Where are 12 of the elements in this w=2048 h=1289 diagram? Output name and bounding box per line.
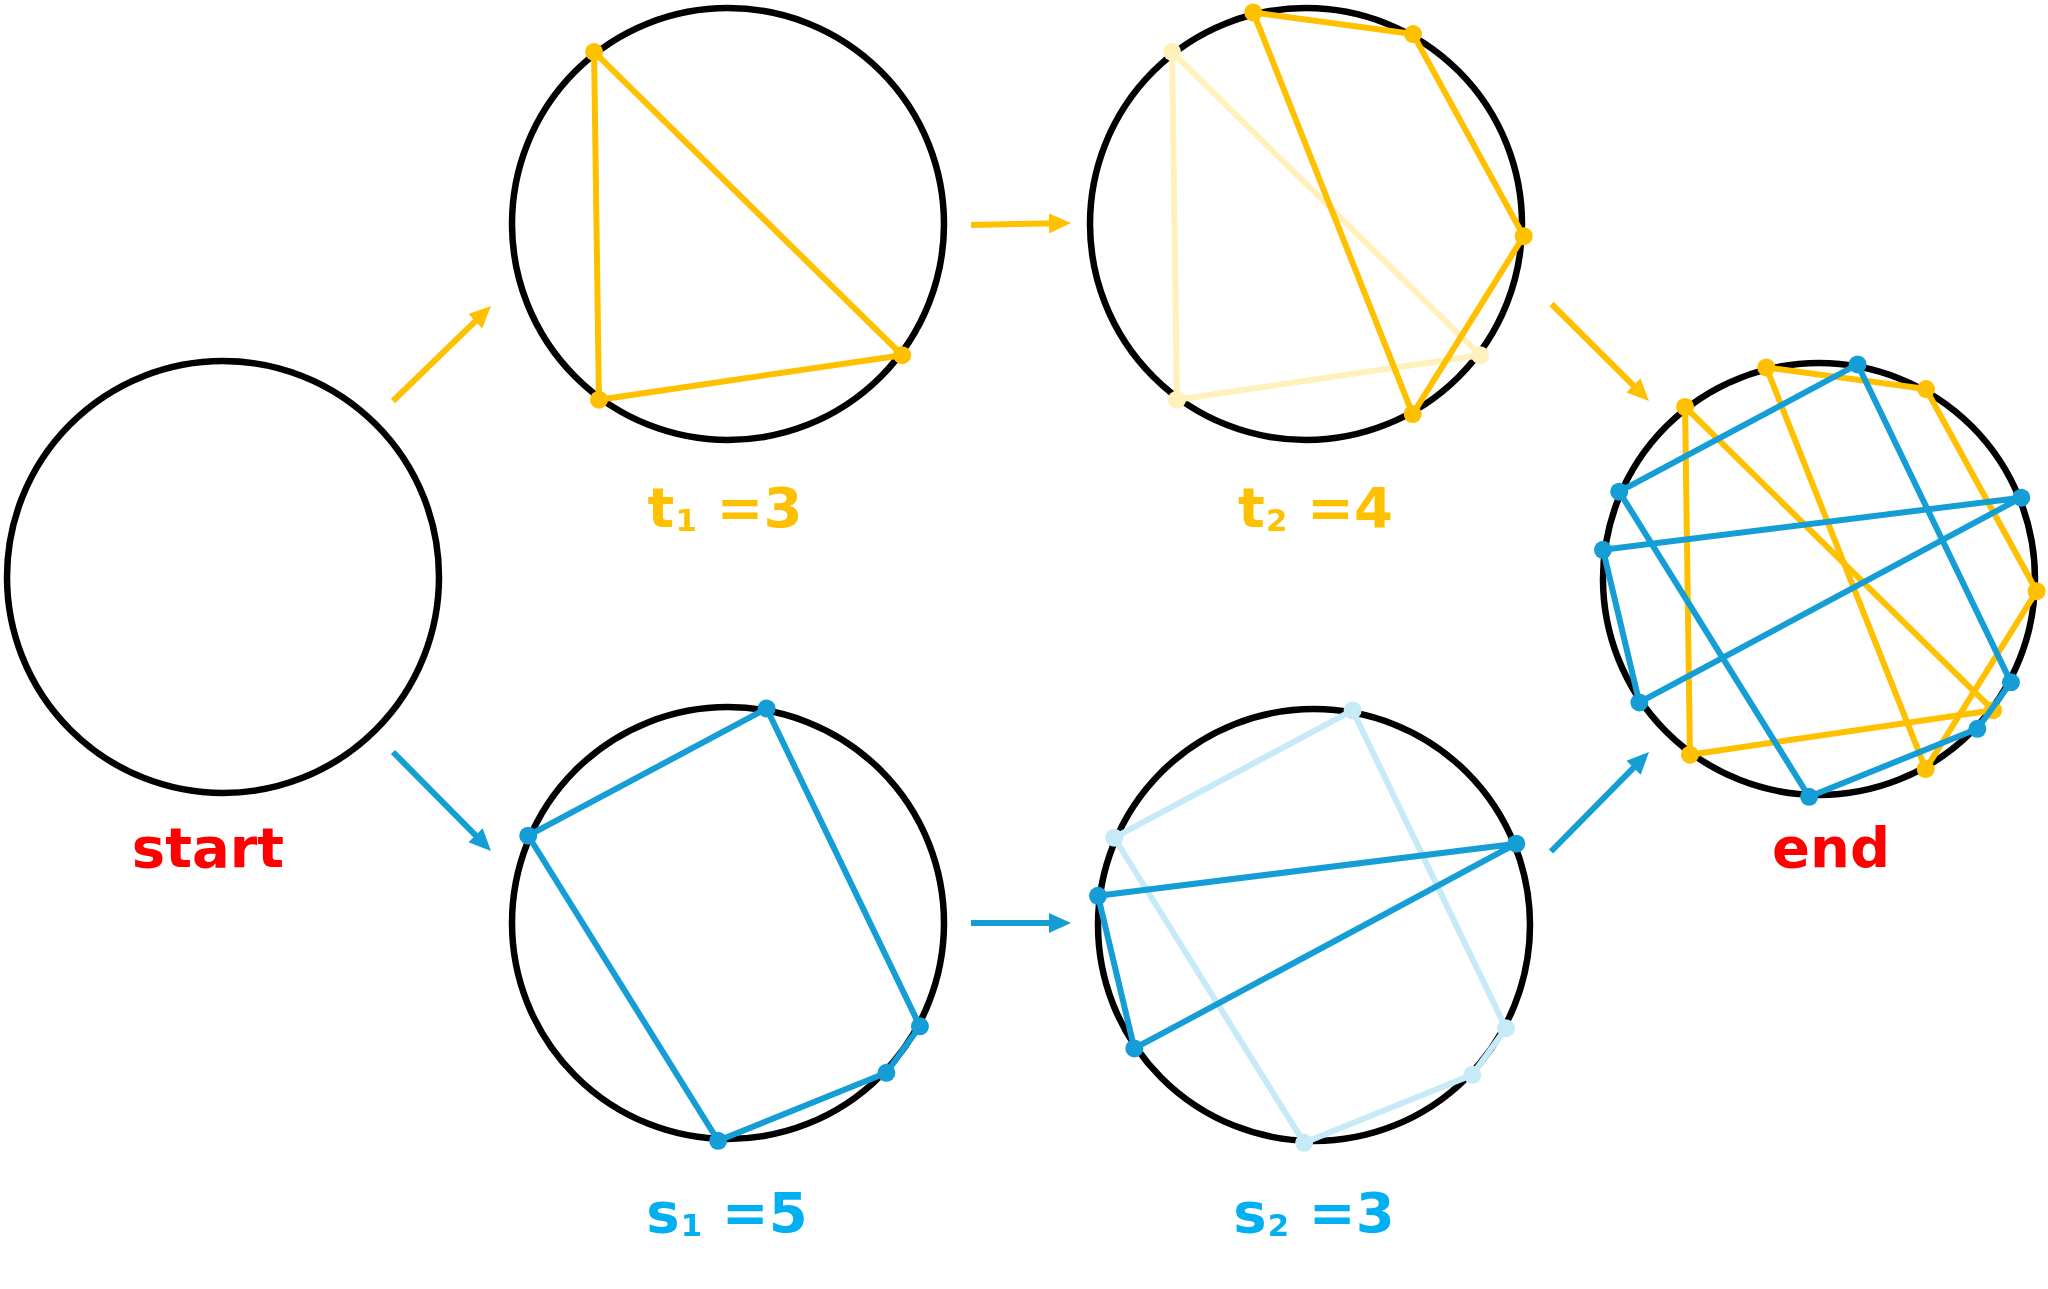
arrow xyxy=(390,303,494,404)
arrow xyxy=(971,913,1071,933)
node-label: t$_{1}$ =3 xyxy=(647,480,803,536)
node-label: start xyxy=(131,820,285,876)
arrow xyxy=(390,749,494,854)
arrow xyxy=(1549,301,1652,404)
node-label: t$_{2}$ =4 xyxy=(1238,480,1393,536)
node-label: s$_{1}$ =5 xyxy=(646,1185,808,1241)
node-label: s$_{2}$ =3 xyxy=(1233,1185,1395,1241)
node-label: end xyxy=(1772,820,1890,876)
arrow xyxy=(970,213,1072,234)
arrow xyxy=(1548,749,1652,854)
